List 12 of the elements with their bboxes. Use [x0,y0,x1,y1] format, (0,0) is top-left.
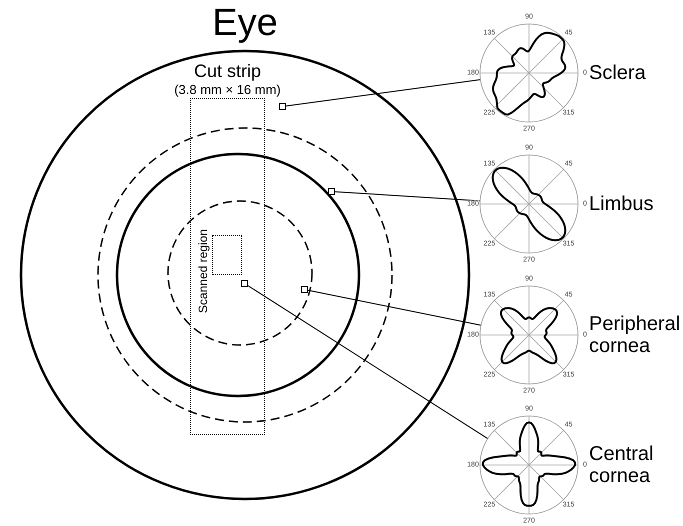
strip-heading: Cut strip [192,62,262,80]
region-label: Limbus [589,193,654,215]
region-label: Sclera [589,62,647,84]
leader-line [308,290,482,326]
eye-title: Eye [211,4,279,42]
region-label: Central cornea [589,443,654,487]
leader-line [286,79,481,106]
scanned-region-label: Scanned region [197,229,209,314]
leader-line [248,285,488,440]
leader-line [334,191,481,202]
region-label: Peripheral cornea [589,313,682,357]
strip-dimensions: (3.8 mm × 16 mm) [173,83,282,96]
